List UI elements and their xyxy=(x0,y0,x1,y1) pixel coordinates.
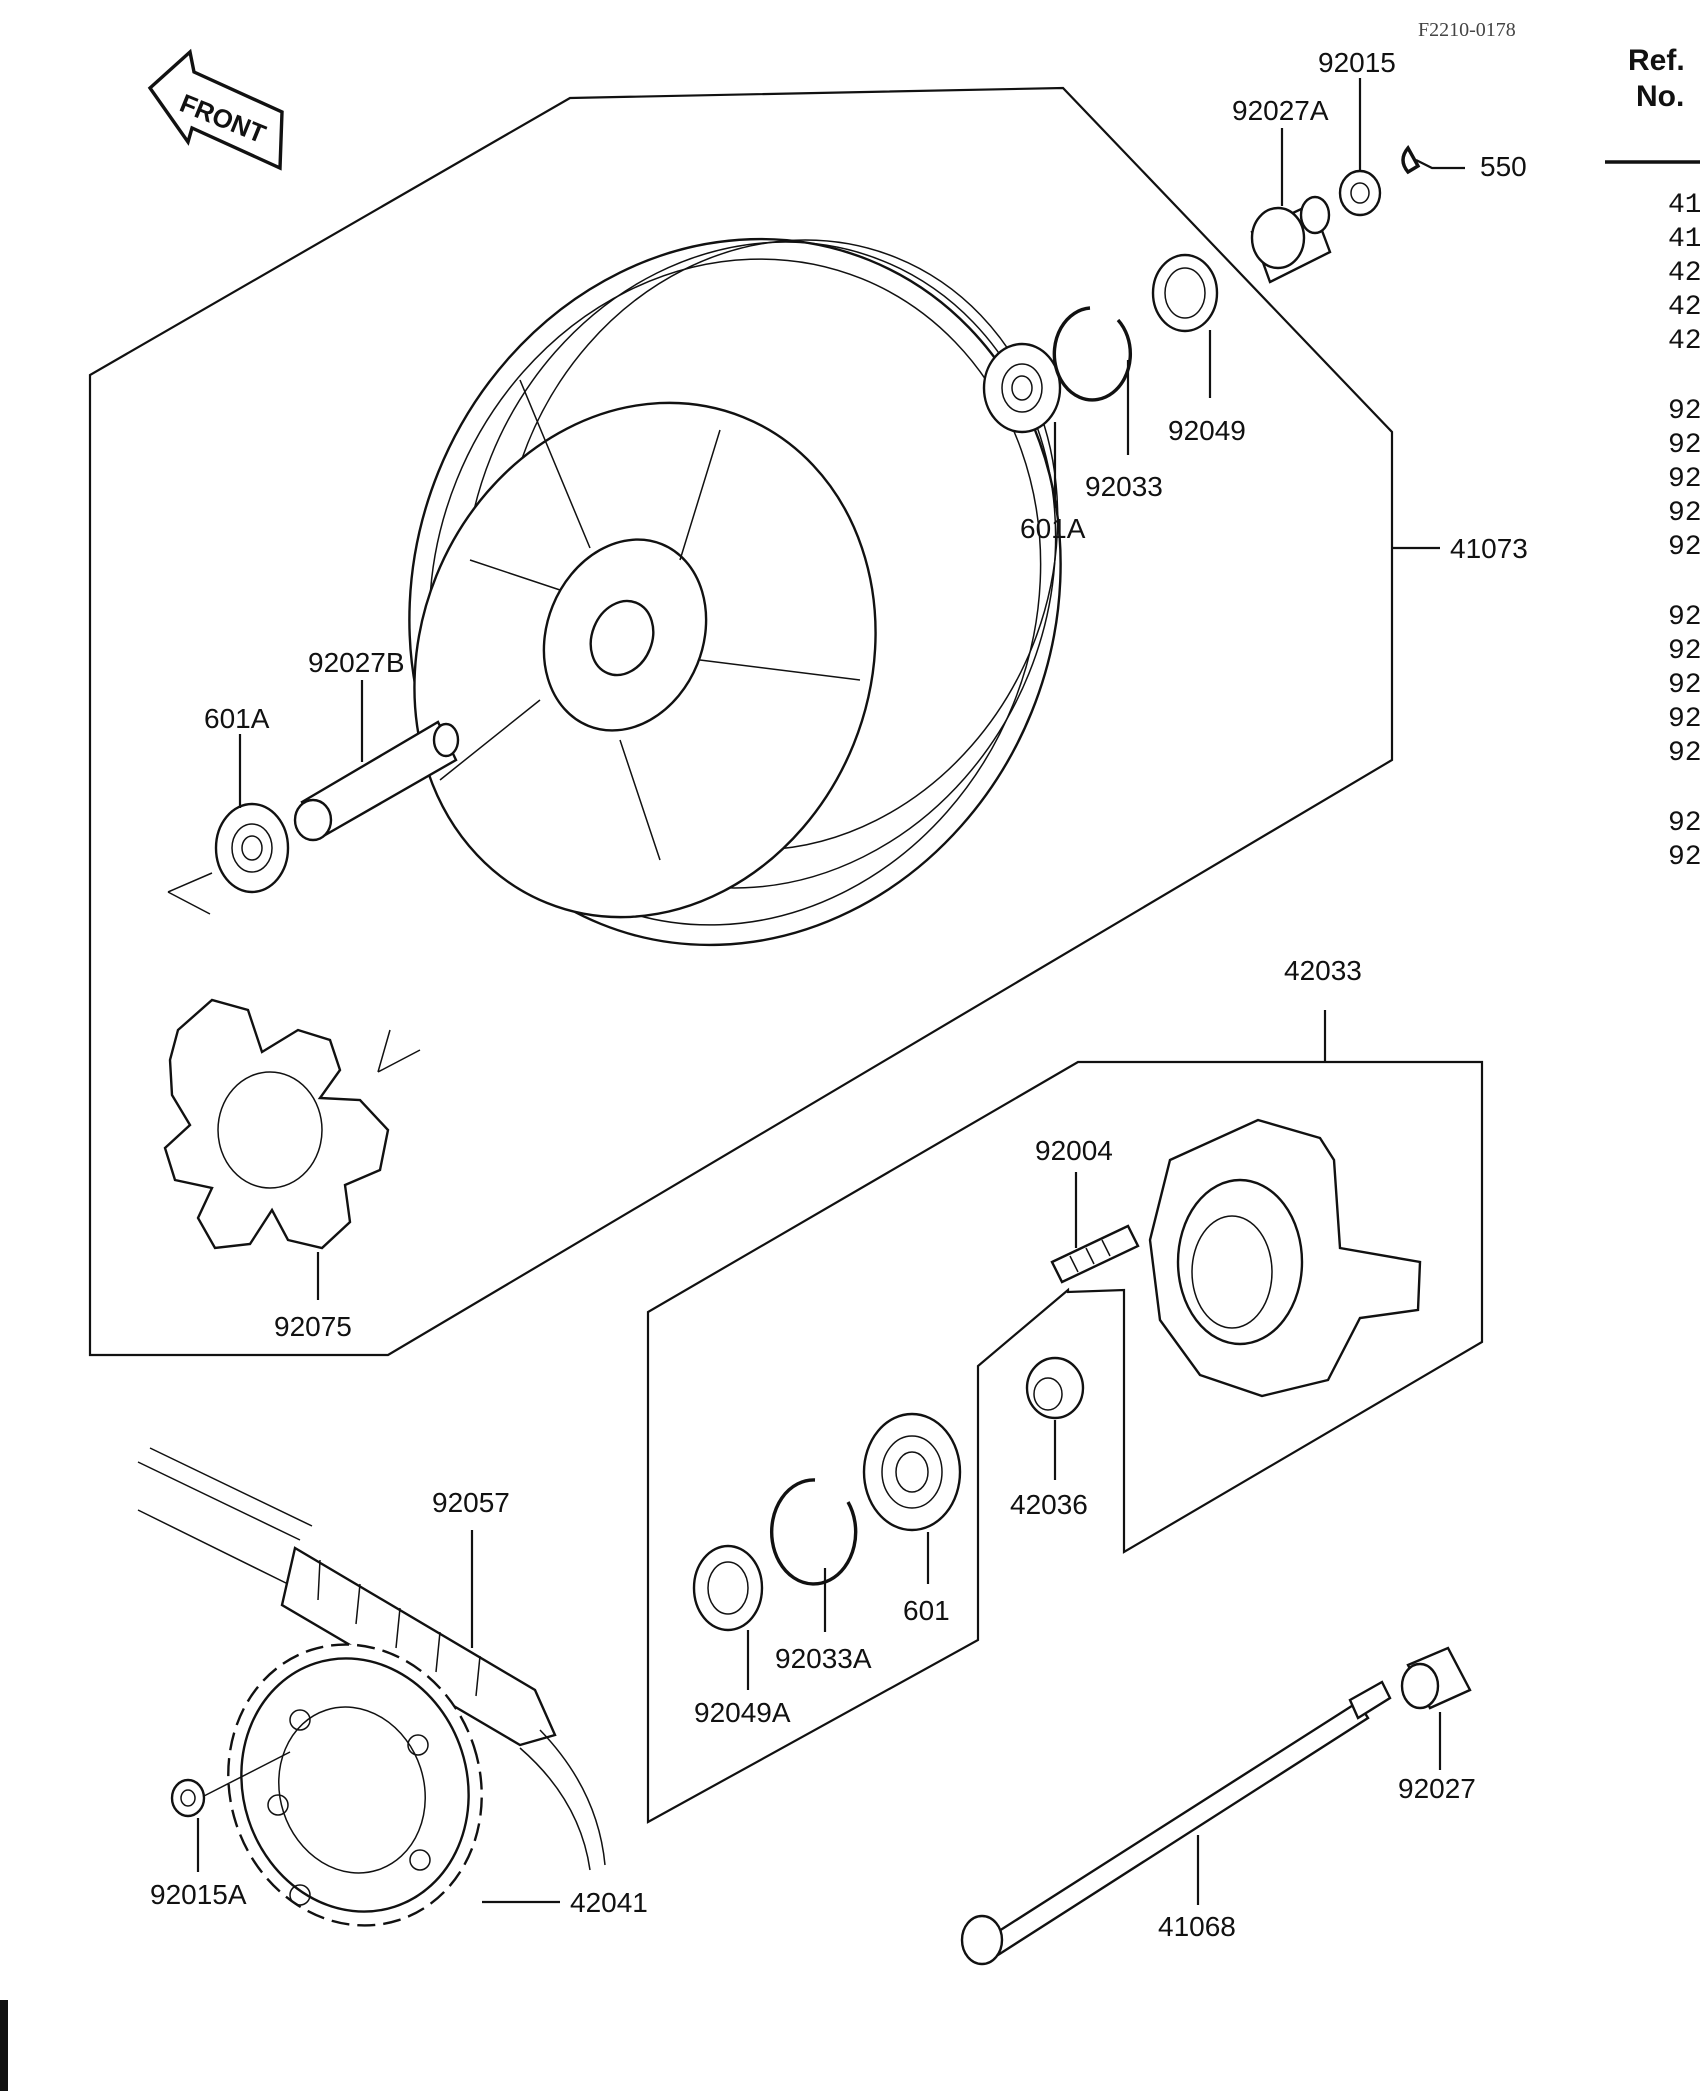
cotter-pin-550-part xyxy=(1401,145,1421,175)
callout-92015: 92015 xyxy=(1318,47,1396,78)
collar-92027-part xyxy=(1400,1646,1472,1710)
callout-92075: 92075 xyxy=(274,1311,352,1342)
seal-92049a-part xyxy=(692,1544,764,1632)
callout-92027: 92027 xyxy=(1398,1773,1476,1804)
circlip-92033a-part xyxy=(769,1478,858,1586)
ref-number: 92 xyxy=(1668,430,1700,461)
ref-number: 41 xyxy=(1668,224,1700,255)
ref-number: 92 xyxy=(1668,602,1700,633)
ref-number: 42 xyxy=(1668,326,1700,357)
collar-92027a-part xyxy=(1250,195,1332,284)
ref-number: 92 xyxy=(1668,670,1700,701)
ref-number: 42 xyxy=(1668,292,1700,323)
callout-41068: 41068 xyxy=(1158,1911,1236,1942)
ref-number: 92 xyxy=(1668,738,1700,769)
axle-41068-part xyxy=(960,1680,1392,1966)
circlip-92033-part xyxy=(1052,306,1133,402)
spacer-92027b-part xyxy=(293,720,460,842)
nut-leader-line xyxy=(203,1751,291,1797)
page-edge-mark xyxy=(0,2000,8,2091)
ref-number: 92 xyxy=(1668,842,1700,873)
wheel-group-outline xyxy=(88,86,1394,1357)
stud-92004-part xyxy=(1050,1224,1140,1284)
ref-heading: Ref. xyxy=(1628,44,1685,77)
callout-92004: 92004 xyxy=(1035,1135,1113,1166)
rubber-damper-92075-part xyxy=(163,998,390,1250)
ref-number: 41 xyxy=(1668,190,1700,221)
ref-number: 92 xyxy=(1668,704,1700,735)
nut-92015a-part xyxy=(170,1778,206,1818)
seal-92049-part xyxy=(1151,253,1219,333)
ref-number: 92 xyxy=(1668,396,1700,427)
callout-92027a: 92027A xyxy=(1232,95,1329,126)
callout-42041: 42041 xyxy=(570,1887,648,1918)
hub-group-outline xyxy=(646,1060,1484,1824)
chain-92057-part xyxy=(137,1447,606,1871)
callout-601: 601 xyxy=(903,1595,950,1626)
sprocket-42041-part xyxy=(227,1643,483,1927)
axis-guide-left xyxy=(167,872,213,915)
callout-92015a: 92015A xyxy=(150,1879,247,1910)
callout-92049a: 92049A xyxy=(694,1697,791,1728)
callout-92049: 92049 xyxy=(1168,415,1246,446)
callout-92033a: 92033A xyxy=(775,1643,872,1674)
nut-92015-part xyxy=(1338,169,1382,217)
axis-guide-damper xyxy=(377,1029,421,1073)
ref-heading-no: No. xyxy=(1636,80,1684,113)
ref-number: 92 xyxy=(1668,808,1700,839)
callout-92033: 92033 xyxy=(1085,471,1163,502)
bearing-601-part xyxy=(862,1412,962,1532)
bearing-601a-left-part xyxy=(214,802,290,894)
callout-550: 550 xyxy=(1480,151,1527,182)
callout-601a-left: 601A xyxy=(204,703,270,734)
callout-42033: 42033 xyxy=(1284,955,1362,986)
callout-92027b: 92027B xyxy=(308,647,405,678)
callout-41073: 41073 xyxy=(1450,533,1528,564)
ref-number: 92 xyxy=(1668,532,1700,563)
callout-601a-top: 601A xyxy=(1020,513,1086,544)
ref-number: 42 xyxy=(1668,258,1700,289)
collar-42036-part xyxy=(1025,1356,1085,1420)
ref-number: 92 xyxy=(1668,636,1700,667)
sprocket-hub-42033-part xyxy=(1148,1118,1422,1398)
callout-42036: 42036 xyxy=(1010,1489,1088,1520)
ref-number: 92 xyxy=(1668,464,1700,495)
figure-code: F2210-0178 xyxy=(1418,19,1516,41)
leader-lines xyxy=(196,78,1465,1905)
bearing-601a-top-part xyxy=(982,342,1062,434)
front-arrow-icon: FRONT xyxy=(147,48,284,171)
callout-92057: 92057 xyxy=(432,1487,510,1518)
rear-wheel-part xyxy=(408,237,1062,947)
ref-number: 92 xyxy=(1668,498,1700,529)
